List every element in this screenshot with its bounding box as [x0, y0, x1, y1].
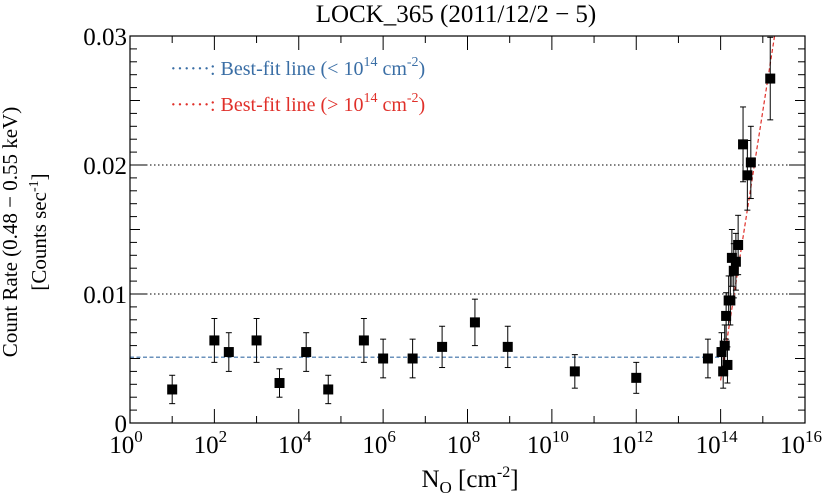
- x-tick-label-exp: 12: [636, 427, 653, 446]
- data-point: [719, 340, 730, 351]
- data-point: [502, 341, 513, 352]
- data-point: [274, 378, 285, 389]
- legend-label-close: ): [419, 94, 426, 116]
- legend-entry: ······: Best-fit line (< 1014 cm-2): [170, 55, 425, 80]
- x-tick-label-base: 10: [696, 432, 721, 459]
- x-tick-label: 106: [362, 427, 396, 459]
- data-point: [733, 239, 744, 250]
- legend-label-end-sup: -2: [407, 91, 419, 106]
- legend-label-end-sup: -2: [407, 55, 419, 70]
- x-axis-label-unit: [cm: [452, 466, 498, 493]
- x-tick-label-base: 10: [447, 432, 472, 459]
- data-point: [323, 384, 334, 395]
- data-point: [631, 372, 642, 383]
- x-tick-label: 102: [194, 427, 228, 459]
- y-axis-label-line2: [Counts sec-1]: [27, 173, 51, 290]
- legend-label: ······: Best-fit line (> 10: [170, 94, 363, 116]
- x-tick-label-exp: 4: [303, 427, 312, 446]
- data-point: [738, 139, 749, 150]
- x-tick-label-exp: 0: [134, 427, 143, 446]
- data-point: [378, 353, 389, 364]
- x-tick-label: 108: [447, 427, 481, 459]
- legend-label-sup: 14: [363, 91, 377, 106]
- x-tick-label-exp: 16: [805, 427, 822, 446]
- x-tick-label-base: 10: [278, 432, 303, 459]
- x-tick-label-base: 10: [780, 432, 805, 459]
- legend: ······: Best-fit line (< 1014 cm-2)·····…: [170, 55, 425, 116]
- data-point: [721, 310, 732, 321]
- axes: [129, 35, 806, 424]
- y-tick-label: 0.01: [83, 282, 127, 309]
- x-tick-label-exp: 14: [721, 427, 739, 446]
- data-point: [745, 157, 756, 168]
- legend-label-end: cm: [377, 94, 407, 116]
- data-point: [358, 335, 369, 346]
- data-point: [722, 359, 733, 370]
- data-point: [742, 170, 753, 181]
- y-axis-label-line2-sup: -1: [27, 180, 42, 192]
- data-point: [569, 366, 580, 377]
- data-point: [209, 335, 220, 346]
- x-tick-label-exp: 10: [552, 427, 569, 446]
- data-point: [469, 317, 480, 328]
- legend-label-close: ): [419, 58, 426, 80]
- y-axis-label-line2-main: [Counts sec: [27, 192, 51, 291]
- x-axis-label-unit-sup: -2: [497, 464, 510, 481]
- data-point: [702, 353, 713, 364]
- x-axis-label-close: ]: [510, 466, 518, 493]
- data-point: [437, 341, 448, 352]
- x-axis-label: NO [cm-2]: [421, 464, 518, 495]
- data-point: [765, 73, 776, 84]
- y-axis-label-line1: Count Rate (0.48 − 0.55 keV): [0, 107, 22, 357]
- legend-label-sup: 14: [363, 55, 377, 70]
- data-point: [301, 347, 312, 358]
- x-tick-label: 100: [109, 427, 143, 459]
- data-point: [251, 335, 262, 346]
- x-axis-label-sub: O: [440, 478, 452, 495]
- grid-lines: [130, 164, 805, 295]
- x-tick-label: 1014: [696, 427, 739, 459]
- chart-title: LOCK_365 (2011/12/2 − 5): [316, 1, 597, 28]
- y-tick-label: 0: [115, 411, 128, 438]
- y-tick-label: 0.03: [83, 24, 127, 51]
- y-axis-label-line2-close: ]: [27, 173, 51, 180]
- data-point: [725, 295, 736, 306]
- data-point: [730, 256, 741, 267]
- x-tick-label-exp: 6: [387, 427, 396, 446]
- x-tick-label: 1016: [780, 427, 822, 459]
- legend-label-end: cm: [377, 58, 407, 80]
- x-tick-label: 1012: [611, 427, 653, 459]
- x-tick-label-base: 10: [109, 432, 134, 459]
- x-tick-label-base: 10: [194, 432, 219, 459]
- x-tick-label-exp: 8: [472, 427, 481, 446]
- data-point: [223, 347, 234, 358]
- data-point: [718, 366, 729, 377]
- x-tick-label: 104: [278, 427, 312, 459]
- legend-label: ······: Best-fit line (< 10: [170, 58, 363, 80]
- y-tick-label: 0.02: [83, 153, 127, 180]
- x-tick-label-base: 10: [527, 432, 552, 459]
- x-tick-label-base: 10: [362, 432, 387, 459]
- data-point: [728, 265, 739, 276]
- legend-entry: ······: Best-fit line (> 1014 cm-2): [170, 91, 425, 116]
- x-axis-label-main: N: [421, 466, 439, 493]
- data-point: [167, 384, 178, 395]
- data-point: [716, 347, 727, 358]
- x-tick-label: 1010: [527, 427, 569, 459]
- data-point: [407, 353, 418, 364]
- x-tick-label-base: 10: [611, 432, 636, 459]
- data-points: [167, 36, 776, 405]
- fit-lines: [130, 35, 776, 381]
- x-tick-label-exp: 2: [219, 427, 228, 446]
